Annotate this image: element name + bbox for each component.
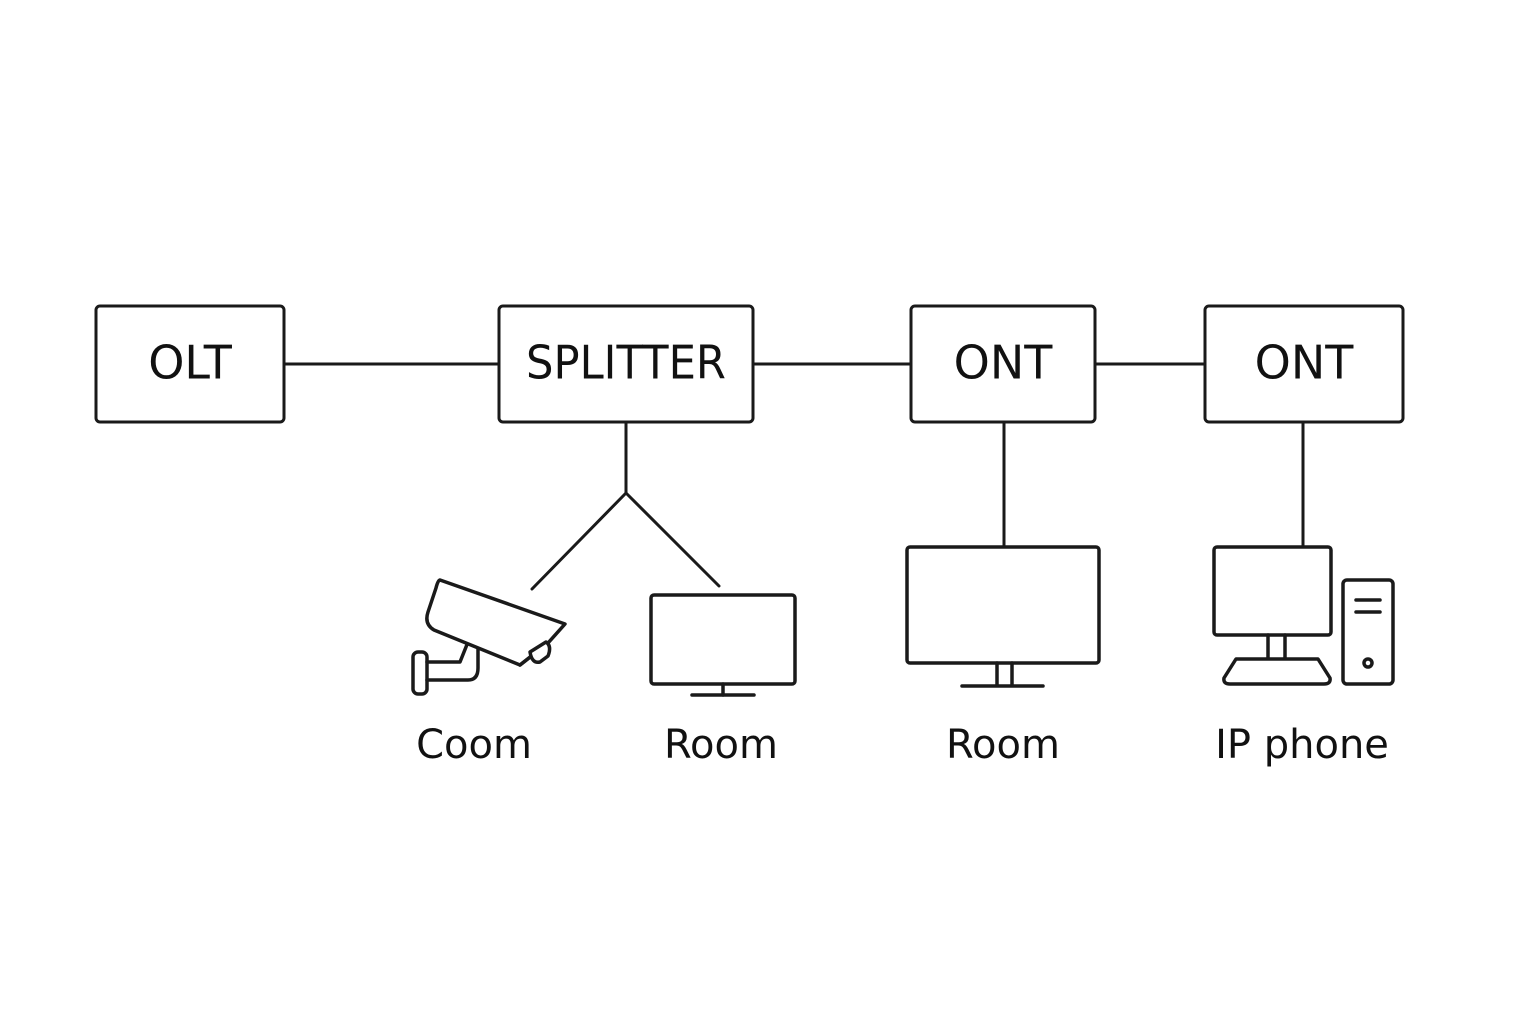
ont-2-label: ONT <box>1255 336 1355 390</box>
olt-box <box>94 304 286 424</box>
monitor-icon <box>905 545 1101 688</box>
ont-2-box <box>1203 304 1405 424</box>
desktop-label: IP phone <box>1215 722 1389 768</box>
ont-1-box <box>909 304 1097 424</box>
monitor-icon <box>649 593 797 697</box>
node-ont-1: ONT <box>909 304 1097 424</box>
ont-1-label: ONT <box>954 336 1054 390</box>
desktop-computer-icon <box>1212 545 1395 686</box>
splitter-box <box>497 304 755 424</box>
connections <box>282 362 1305 591</box>
camera-label: Coom <box>416 722 532 768</box>
node-ont-2: ONT <box>1203 304 1405 424</box>
link-splitter-monitor <box>624 491 721 588</box>
link-splitter-camera <box>530 491 628 591</box>
security-camera-icon <box>411 578 567 696</box>
monitor-large-label: Room <box>946 722 1060 768</box>
monitor-small-label: Room <box>664 722 778 768</box>
olt-label: OLT <box>148 336 233 390</box>
splitter-label: SPLITTER <box>526 336 726 390</box>
node-olt: OLT <box>94 304 286 424</box>
node-splitter: SPLITTER <box>497 304 755 424</box>
